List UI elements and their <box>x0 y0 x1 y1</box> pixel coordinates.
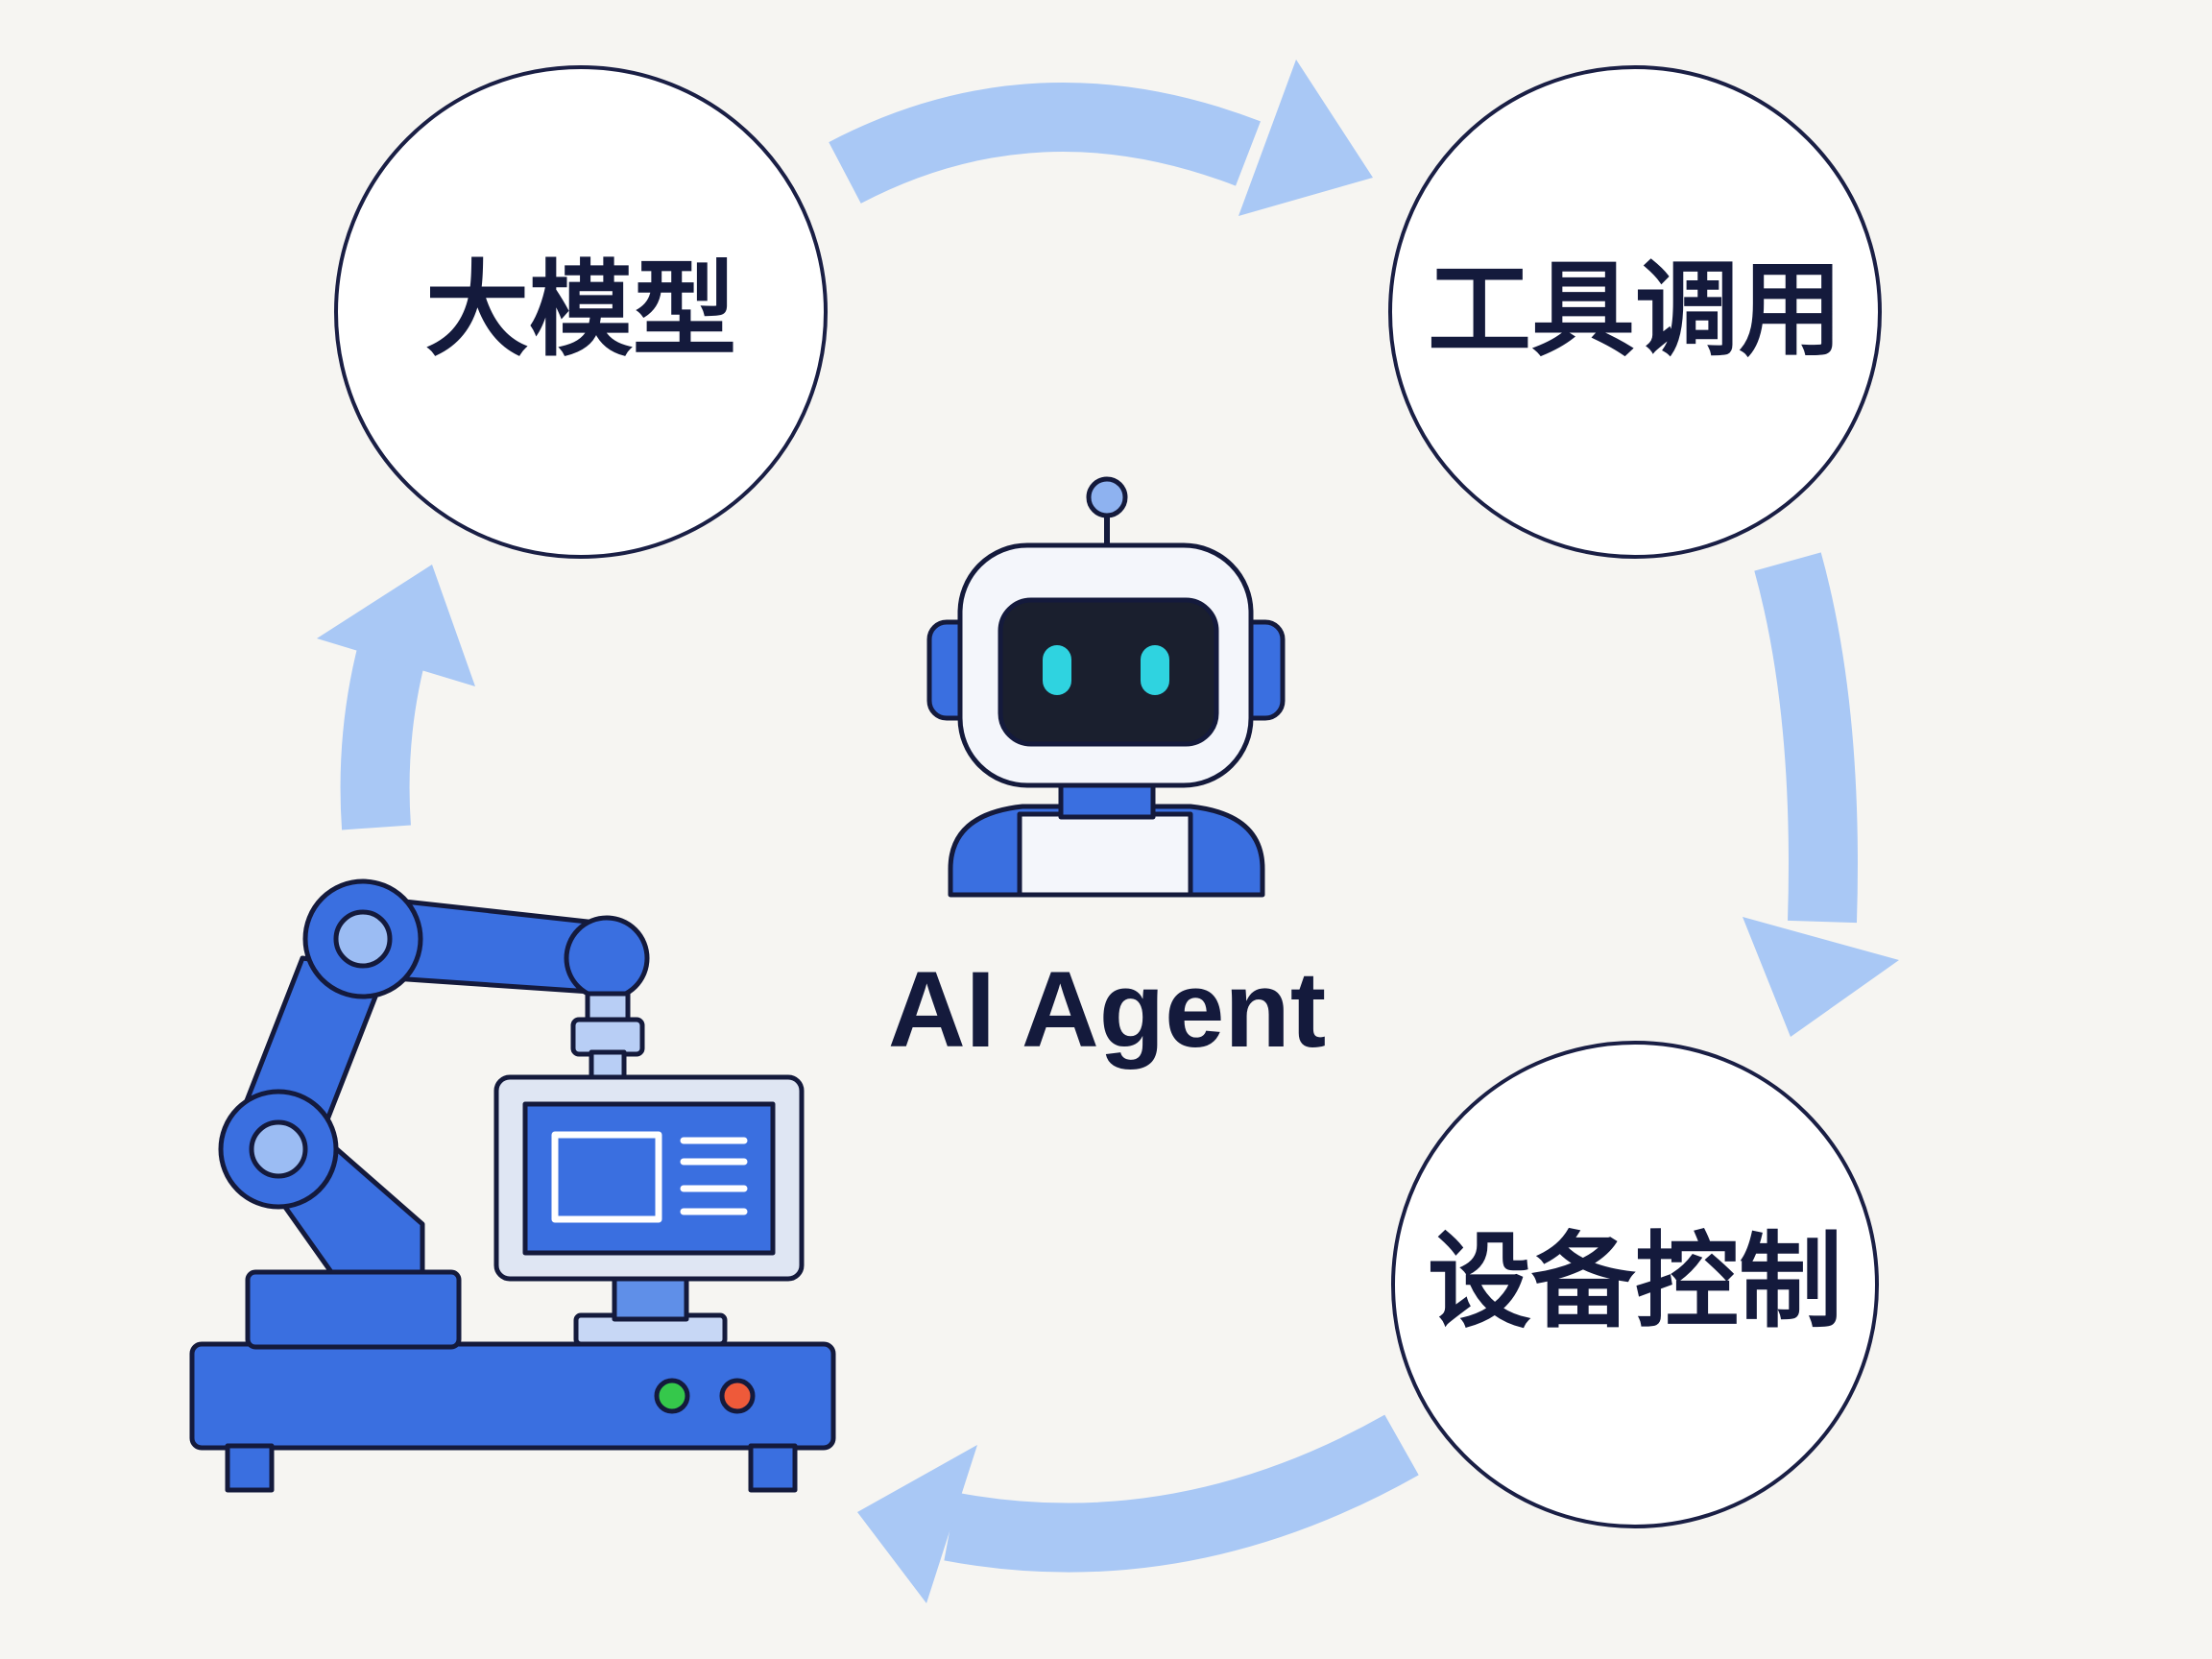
arrow-device-to-arm <box>857 1414 1419 1603</box>
control-monitor-icon <box>493 1074 805 1347</box>
arrow-tools-to-device <box>1743 552 1899 1037</box>
indicator-light-red <box>719 1378 756 1414</box>
node-device-control: 设备控制 <box>1391 1041 1879 1528</box>
node-circle <box>1388 65 1882 559</box>
robotic-arm-icon <box>189 878 836 1493</box>
node-circle <box>1391 1041 1879 1528</box>
cycle-arrows <box>317 60 1899 1603</box>
node-label-large-model: 大模型 <box>425 251 736 371</box>
node-label-tool-calling: 工具调用 <box>1428 251 1842 371</box>
indicator-light-green <box>654 1378 690 1414</box>
node-large-model: 大模型 <box>334 65 828 559</box>
node-tool-calling: 工具调用 <box>1388 65 1882 559</box>
node-circle <box>334 65 828 559</box>
arrow-arm-to-model <box>317 565 475 830</box>
arrow-model-to-tools <box>829 60 1373 216</box>
robot-icon <box>926 476 1286 898</box>
center-label: AI Agent <box>888 950 1326 1070</box>
node-label-device-control: 设备控制 <box>1428 1222 1842 1342</box>
